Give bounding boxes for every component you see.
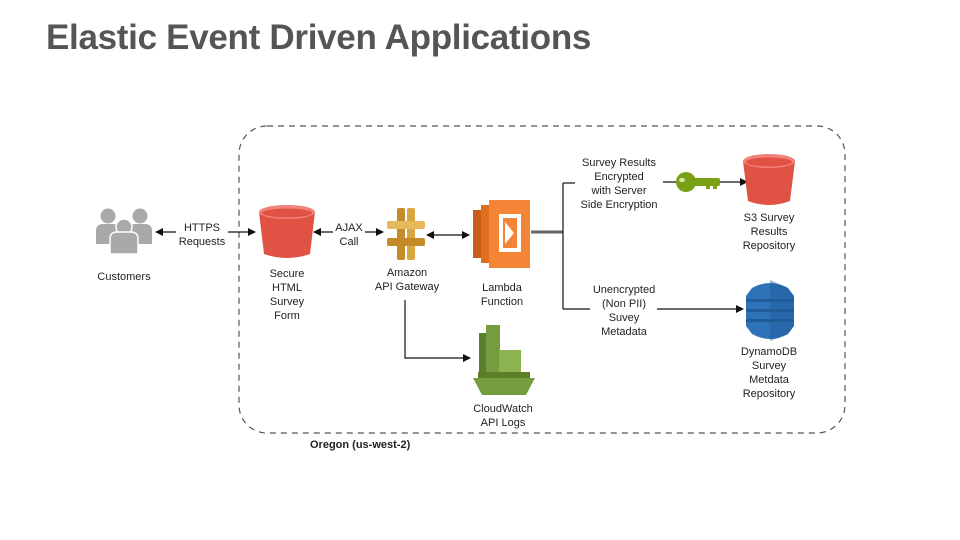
label-line: Call bbox=[339, 236, 359, 248]
label-line: Form bbox=[274, 310, 300, 322]
label-line: Function bbox=[480, 296, 524, 308]
label-line: Metadata bbox=[601, 326, 647, 338]
label-line: Repository bbox=[742, 240, 796, 252]
label-line: AJAX bbox=[335, 222, 363, 234]
label-line: DynamoDB bbox=[740, 346, 798, 358]
key-icon bbox=[676, 172, 720, 192]
s3-bucket-icon bbox=[743, 154, 795, 205]
region-boundary bbox=[238, 125, 846, 434]
api-gateway-icon bbox=[387, 208, 425, 260]
node-label-s3-results: S3 Survey Results Repository bbox=[743, 211, 796, 253]
region-label: Oregon (us-west-2) bbox=[310, 439, 411, 451]
edge-label-ajax: AJAX Call bbox=[335, 221, 363, 249]
edge-label-encrypted: Survey Results Encrypted with Server Sid… bbox=[580, 156, 657, 212]
label-line: Results bbox=[750, 226, 788, 238]
label-line: Suvey bbox=[608, 312, 640, 324]
label-line: Metdata bbox=[749, 374, 789, 386]
s3-bucket-icon bbox=[259, 205, 315, 258]
label-line: API Gateway bbox=[374, 281, 440, 293]
cloudwatch-icon bbox=[473, 325, 535, 395]
label-line: Amazon bbox=[386, 267, 428, 279]
dynamodb-icon bbox=[746, 280, 794, 341]
label-line: Survey bbox=[269, 296, 305, 308]
slide-title: Elastic Event Driven Applications bbox=[46, 18, 592, 57]
label-line: Encrypted bbox=[594, 171, 644, 183]
label-line: Lambda bbox=[482, 282, 522, 294]
label-line: API Logs bbox=[480, 417, 526, 429]
node-label-dynamodb: DynamoDB Survey Metdata Repository bbox=[741, 345, 797, 401]
label-line: Requests bbox=[178, 236, 226, 248]
label-line: CloudWatch bbox=[473, 403, 533, 415]
edge-label-unencrypted: Unencrypted (Non PII) Suvey Metadata bbox=[593, 283, 655, 339]
node-label-lambda: Lambda Function bbox=[481, 281, 523, 309]
node-label-cloudwatch: CloudWatch API Logs bbox=[473, 402, 533, 430]
label-line: Secure bbox=[269, 268, 305, 280]
lambda-icon bbox=[473, 200, 530, 268]
label-line: Survey Results bbox=[582, 157, 656, 169]
edge-label-https: HTTPS Requests bbox=[179, 221, 225, 249]
edge-gateway-cloudwatch bbox=[404, 300, 471, 362]
edge-lambda-branch bbox=[531, 182, 590, 310]
label-line: S3 Survey bbox=[743, 212, 795, 224]
label-line: (Non PII) bbox=[601, 298, 646, 310]
label-line: Customers bbox=[97, 271, 151, 283]
label-line: Side Encryption bbox=[580, 199, 658, 211]
label-line: Repository bbox=[742, 388, 796, 400]
node-label-api-gateway: Amazon API Gateway bbox=[375, 266, 439, 294]
label-line: Survey bbox=[751, 360, 787, 372]
label-line: HTML bbox=[272, 282, 302, 294]
node-label-html-form: Secure HTML Survey Form bbox=[270, 267, 305, 323]
label-line: with Server bbox=[591, 185, 647, 197]
label-line: Unencrypted bbox=[592, 284, 656, 296]
node-label-customers: Customers bbox=[97, 270, 150, 284]
label-line: HTTPS bbox=[183, 222, 221, 234]
users-icon bbox=[96, 208, 152, 255]
